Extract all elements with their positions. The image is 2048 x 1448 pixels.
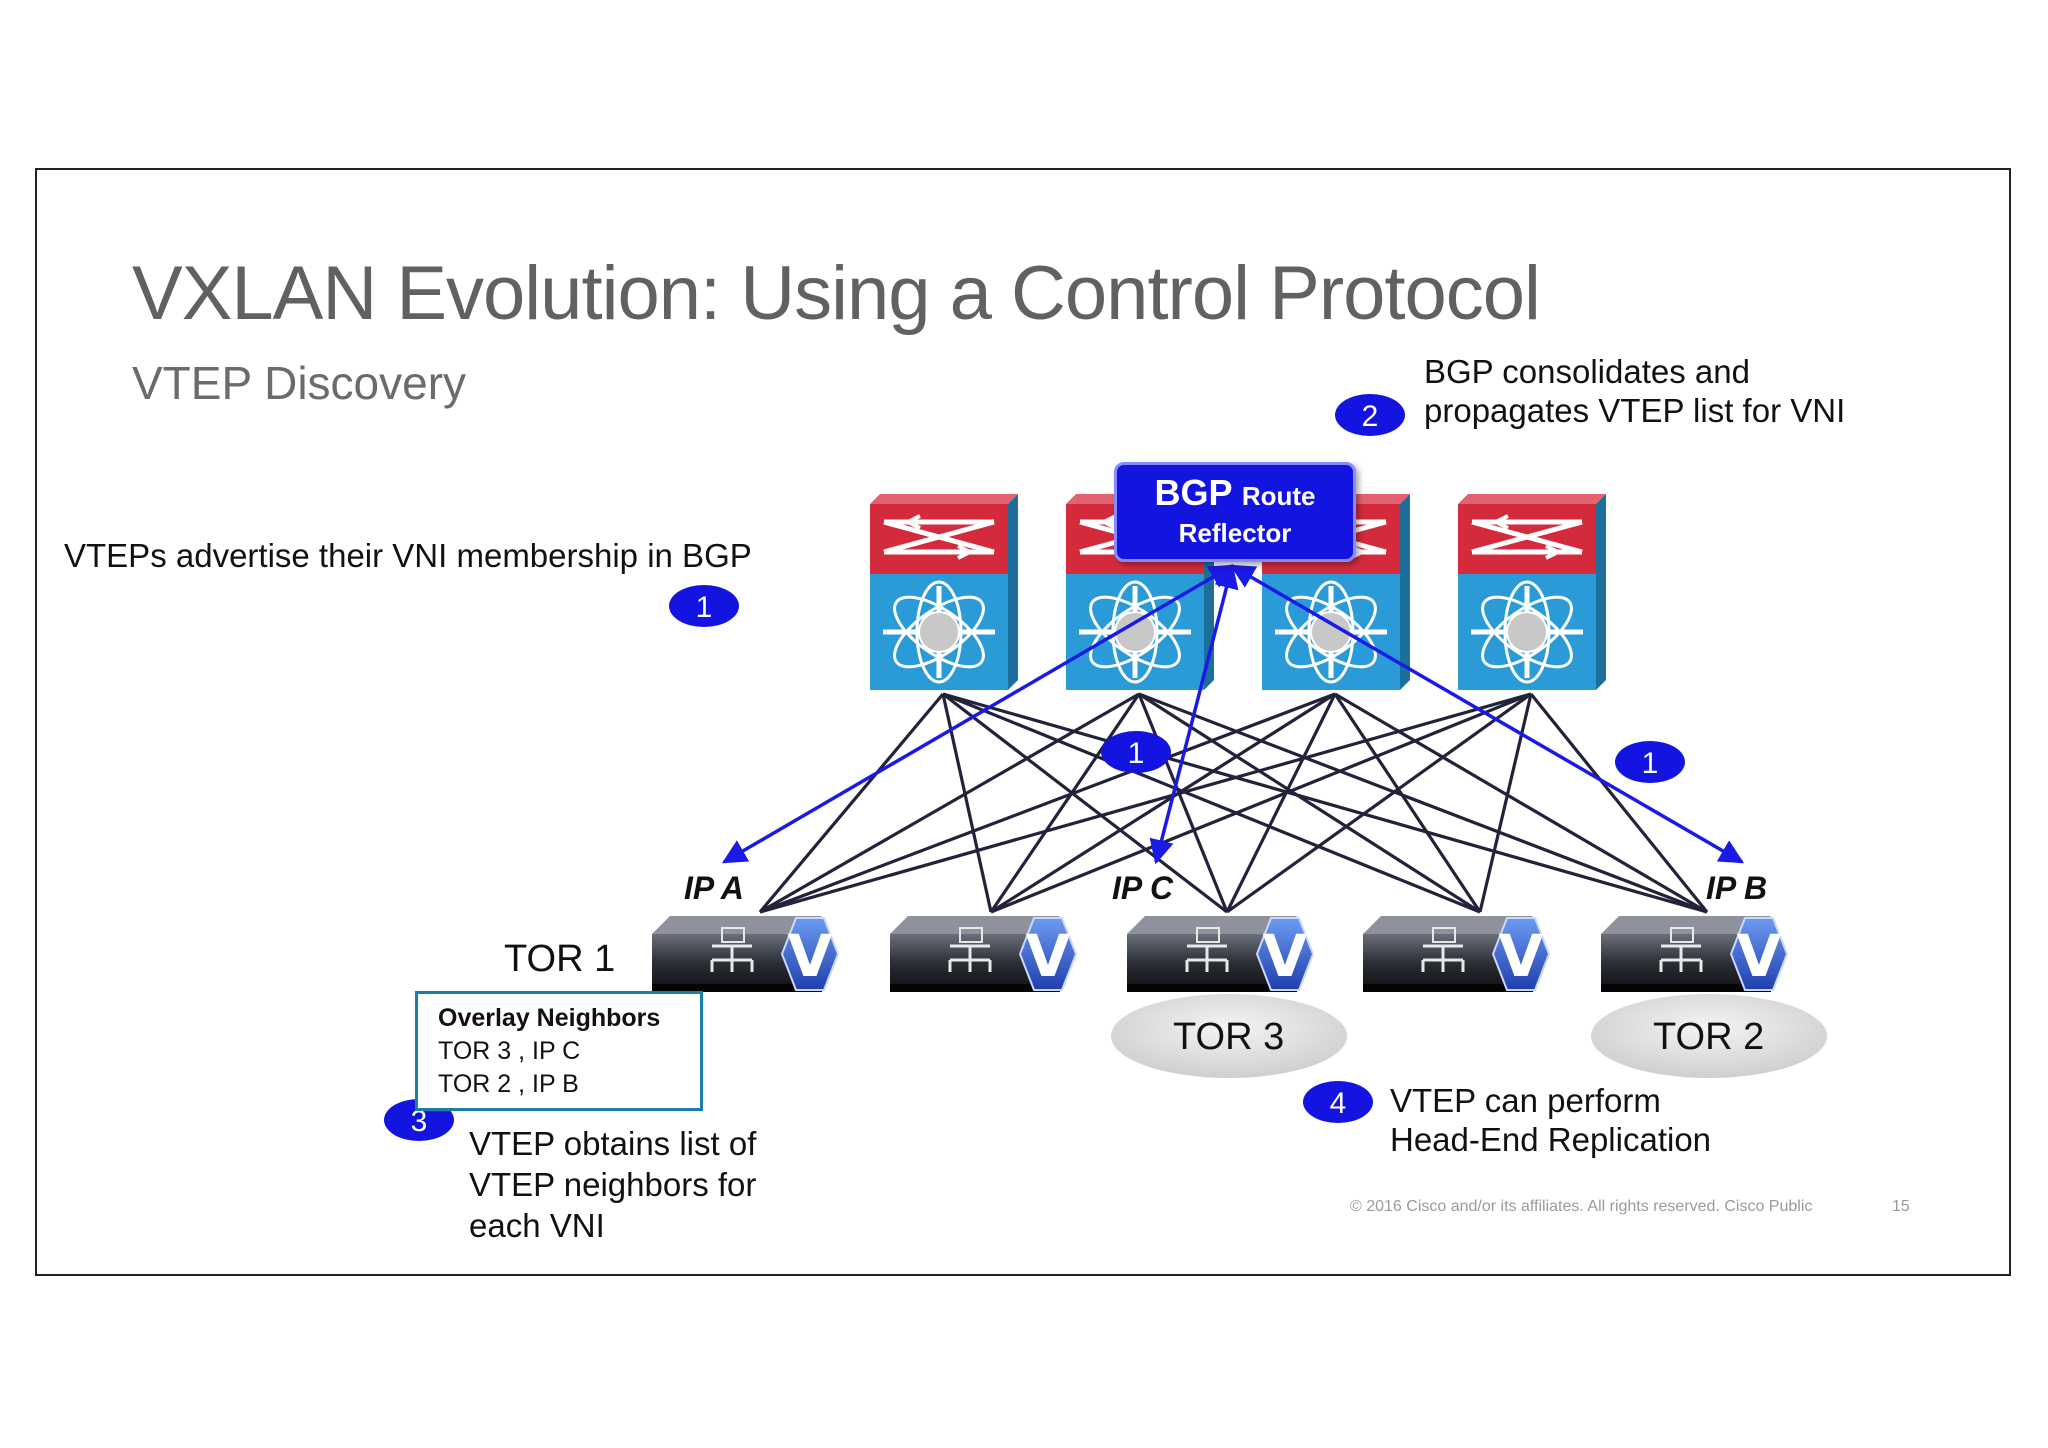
bgp-arrow bbox=[721, 564, 1235, 864]
step4-note-line2: Head-End Replication bbox=[1390, 1121, 1712, 1158]
rr-label-big: BGP bbox=[1154, 472, 1232, 513]
fabric-link bbox=[1138, 692, 1708, 914]
bgp-advertisement-arrows bbox=[721, 563, 1745, 865]
rr-label-small: Route bbox=[1241, 481, 1316, 511]
fabric-link bbox=[758, 692, 945, 914]
fabric-link bbox=[1333, 693, 1482, 913]
step2-note-line1: BGP consolidates and bbox=[1424, 353, 1750, 390]
slide-subtitle: VTEP Discovery bbox=[132, 357, 467, 409]
step-badge-number: 1 bbox=[1642, 747, 1659, 780]
vtep-leaf-switch-icon: V bbox=[890, 916, 1078, 992]
vtep-glyph: V bbox=[788, 922, 833, 990]
step-badge: 1 bbox=[1615, 741, 1685, 783]
tor2-label: TOR 2 bbox=[1653, 1016, 1765, 1058]
step3-note-line3: each VNI bbox=[469, 1207, 605, 1244]
step3-note-line1: VTEP obtains list of bbox=[469, 1125, 757, 1162]
vtep-glyph: V bbox=[1499, 922, 1544, 990]
fabric-link bbox=[759, 692, 1336, 914]
ip-a-label: IP A bbox=[684, 870, 744, 906]
vtep-leaf-switch-icon: V bbox=[1363, 916, 1551, 992]
tor3-oval bbox=[1111, 994, 1347, 1078]
step-badge-number: 2 bbox=[1362, 400, 1379, 433]
ip-b-label: IP B bbox=[1706, 870, 1768, 906]
step-badge: 1 bbox=[669, 585, 739, 627]
step-badge-number: 3 bbox=[411, 1105, 428, 1138]
tor1-label: TOR 1 bbox=[504, 938, 616, 980]
step-badge: 1 bbox=[1101, 731, 1171, 773]
step-badge: 2 bbox=[1335, 394, 1405, 436]
fabric-link bbox=[1334, 692, 1708, 914]
step-badge: 4 bbox=[1303, 1081, 1373, 1123]
vtep-leaf-switch-icon: V bbox=[1127, 916, 1315, 992]
fabric-link bbox=[1226, 692, 1532, 914]
page-number: 15 bbox=[1892, 1198, 1910, 1215]
step-badge-number: 1 bbox=[696, 591, 713, 624]
step3-note-line2: VTEP neighbors for bbox=[469, 1166, 757, 1203]
nexus-spine-switch-icon bbox=[1458, 494, 1606, 690]
rr-label-line2: Reflector bbox=[1178, 518, 1292, 548]
step2-note-line2: propagates VTEP list for VNI bbox=[1424, 392, 1846, 429]
bgp-route-reflector: BGP Route Reflector bbox=[1114, 462, 1356, 562]
fabric-link bbox=[942, 692, 1481, 914]
fabric-link bbox=[990, 692, 1532, 914]
tor3-label: TOR 3 bbox=[1173, 1016, 1285, 1058]
vtep-leaf-switch-icon: V bbox=[1601, 916, 1789, 992]
step1-note: VTEPs advertise their VNI membership in … bbox=[64, 537, 752, 574]
fabric-link bbox=[942, 692, 1708, 914]
slide-title: VXLAN Evolution: Using a Control Protoco… bbox=[132, 251, 1541, 336]
tor2-oval bbox=[1591, 994, 1827, 1078]
vtep-glyph: V bbox=[1263, 922, 1308, 990]
vtep-glyph: V bbox=[1026, 922, 1071, 990]
step4-note-line1: VTEP can perform bbox=[1390, 1082, 1661, 1119]
bgp-arrow bbox=[1149, 563, 1239, 865]
overlay-row: TOR 2 , IP B bbox=[438, 1070, 579, 1098]
vtep-leaf-switch-icon: V bbox=[652, 916, 840, 992]
ip-c-label: IP C bbox=[1112, 870, 1174, 906]
copyright-footer: © 2016 Cisco and/or its affiliates. All … bbox=[1350, 1198, 1813, 1215]
overlay-heading: Overlay Neighbors bbox=[438, 1004, 661, 1032]
step-badge-number: 1 bbox=[1128, 737, 1145, 770]
nexus-spine-switch-icon bbox=[870, 494, 1018, 690]
overlay-neighbors-box: Overlay Neighbors TOR 3 , IP C TOR 2 , I… bbox=[415, 991, 703, 1111]
vtep-glyph: V bbox=[1737, 922, 1782, 990]
step-badge-number: 4 bbox=[1330, 1087, 1347, 1120]
fabric-links bbox=[758, 692, 1709, 914]
bgp-arrow bbox=[1229, 564, 1745, 864]
overlay-row: TOR 3 , IP C bbox=[438, 1037, 581, 1065]
